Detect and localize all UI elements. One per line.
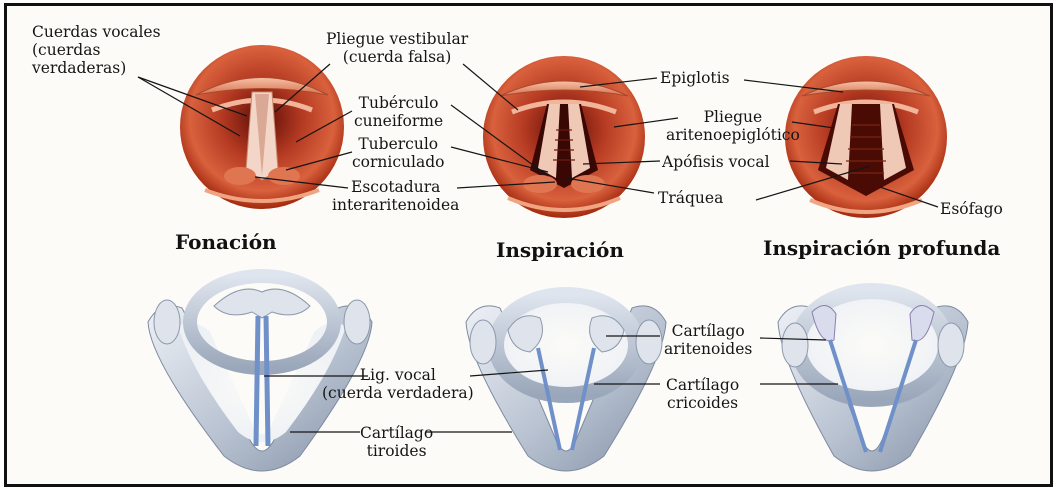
label-tuberculo-cuneiforme-line1: Tubérculo bbox=[354, 94, 443, 112]
label-lig-vocal-line1: Lig. vocal bbox=[322, 366, 474, 384]
label-pliegue-aritenoepiglotico-line1: Pliegue bbox=[666, 108, 800, 126]
label-cartilago-tiroides-line2: tiroides bbox=[360, 442, 433, 460]
title-inspiracion: Inspiración bbox=[496, 238, 624, 262]
label-cartilago-cricoides: Cartílago cricoides bbox=[666, 376, 739, 412]
label-traquea: Tráquea bbox=[658, 189, 723, 207]
label-lig-vocal-line2: (cuerda verdadera) bbox=[322, 384, 474, 402]
label-pliegue-aritenoepiglotico: Pliegue aritenoepiglótico bbox=[666, 108, 800, 144]
label-lig-vocal: Lig. vocal (cuerda verdadera) bbox=[322, 366, 474, 402]
label-escotadura-line2: interaritenoidea bbox=[332, 196, 459, 214]
title-fonacion: Fonación bbox=[175, 230, 277, 254]
label-cartilago-aritenoides-line1: Cartílago bbox=[664, 322, 752, 340]
label-epiglotis: Epiglotis bbox=[660, 69, 730, 87]
label-tuberculo-cuneiforme-line2: cuneiforme bbox=[354, 112, 443, 130]
label-cartilago-aritenoides: Cartílago aritenoides bbox=[664, 322, 752, 358]
label-escotadura-line1: Escotadura bbox=[332, 178, 459, 196]
label-tuberculo-corniculado-line2: corniculado bbox=[352, 153, 444, 171]
label-tuberculo-corniculado: Tuberculo corniculado bbox=[352, 135, 444, 171]
label-cuerdas-vocales-line1: Cuerdas vocales bbox=[32, 23, 161, 41]
label-esofago: Esófago bbox=[940, 200, 1003, 218]
label-cuerdas-vocales: Cuerdas vocales (cuerdas verdaderas) bbox=[32, 23, 161, 77]
label-tuberculo-cuneiforme: Tubérculo cuneiforme bbox=[354, 94, 443, 130]
label-pliegue-aritenoepiglotico-line2: aritenoepiglótico bbox=[666, 126, 800, 144]
cartilage-view-inspiracion-profunda bbox=[778, 291, 968, 471]
label-pliegue-vestibular-line2: (cuerda falsa) bbox=[326, 48, 468, 66]
label-cartilago-aritenoides-line2: aritenoides bbox=[664, 340, 752, 358]
cartilage-view-inspiracion bbox=[466, 295, 666, 471]
label-cuerdas-vocales-line3: verdaderas) bbox=[32, 59, 161, 77]
label-cartilago-tiroides-line1: Cartílago bbox=[360, 424, 433, 442]
label-cartilago-tiroides: Cartílago tiroides bbox=[360, 424, 433, 460]
larynx-view-inspiracion-profunda bbox=[785, 56, 947, 218]
label-tuberculo-corniculado-line1: Tuberculo bbox=[352, 135, 444, 153]
label-cartilago-cricoides-line1: Cartílago bbox=[666, 376, 739, 394]
title-inspiracion-profunda: Inspiración profunda bbox=[763, 236, 1000, 260]
label-pliegue-vestibular: Pliegue vestibular (cuerda falsa) bbox=[326, 30, 468, 66]
label-escotadura: Escotadura interaritenoidea bbox=[332, 178, 459, 214]
larynx-view-inspiracion bbox=[483, 56, 645, 218]
label-apofisis-vocal: Apófisis vocal bbox=[662, 153, 770, 171]
label-cartilago-cricoides-line2: cricoides bbox=[666, 394, 739, 412]
label-cuerdas-vocales-line2: (cuerdas bbox=[32, 41, 161, 59]
label-pliegue-vestibular-line1: Pliegue vestibular bbox=[326, 30, 468, 48]
